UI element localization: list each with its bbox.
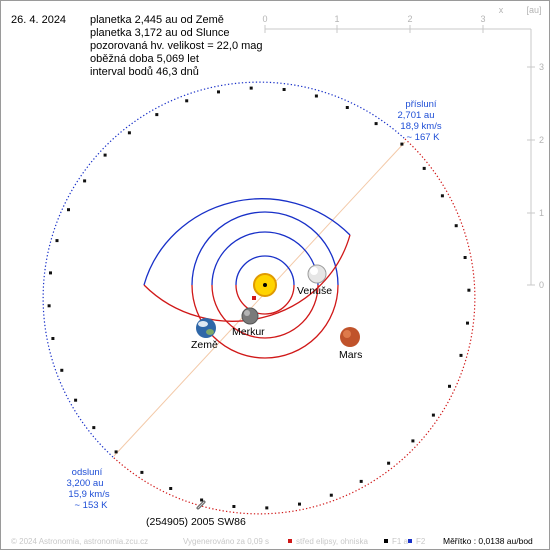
info-line: interval bodů 46,3 dnů <box>90 66 199 78</box>
orbit-point-marker <box>140 470 144 474</box>
x-tick-label: 3 <box>480 14 485 24</box>
orbit-point-marker <box>114 450 118 454</box>
orbit-point-marker <box>422 166 426 170</box>
perihelion-speed: 18,9 km/s <box>400 121 441 132</box>
orbit-point-marker <box>49 271 52 275</box>
orbit-point-marker <box>217 90 220 94</box>
mercury-orbit <box>235 255 295 286</box>
orbit-point-marker <box>466 321 469 325</box>
y-tick-label: 2 <box>539 135 544 145</box>
date-label: 26. 4. 2024 <box>11 14 66 26</box>
earth <box>196 318 216 338</box>
orbit-point-marker <box>298 502 301 506</box>
orbit-point-marker <box>51 337 55 340</box>
x-axis-label: x <box>499 5 504 15</box>
orbit-point-marker <box>74 398 78 402</box>
x-tick-label: 0 <box>262 14 267 24</box>
orbit-point-marker <box>411 439 415 443</box>
orbit-point-marker <box>345 106 349 109</box>
aphelion-distance: 3,200 au <box>67 478 104 489</box>
aphelion-temperature: ~ 153 K <box>74 500 108 511</box>
orbit-point-marker <box>400 142 404 146</box>
orbit-point-marker <box>185 99 189 103</box>
earth-label: Země <box>191 339 218 351</box>
axes <box>264 25 535 286</box>
center-legend-marker <box>288 539 292 543</box>
orbit-point-marker <box>200 498 204 502</box>
mars-orbit <box>143 198 351 286</box>
asteroid-marker <box>196 500 206 510</box>
unit-label: [au] <box>526 5 541 15</box>
orbit-point-marker <box>448 384 451 388</box>
perihelion-info: přísluní 2,701 au 18,9 km/s ~ 167 K <box>398 99 442 143</box>
apsidal-line <box>113 141 406 457</box>
orbit-point-marker <box>83 179 87 183</box>
legend-text: střed elipsy, ohniska <box>296 537 368 546</box>
earth-orbit <box>191 211 339 286</box>
orbit-point-marker <box>359 479 363 483</box>
orbit-point-marker <box>60 368 64 372</box>
info-line: planetka 2,445 au od Země <box>90 14 224 26</box>
aphelion-title: odsluní <box>72 467 103 478</box>
aphelion-info: odsluní 3,200 au 15,9 km/s ~ 153 K <box>67 467 110 511</box>
venus-label: Venuše <box>297 285 332 297</box>
x-tick-label: 2 <box>407 14 412 24</box>
venus-orbit <box>211 231 319 286</box>
orbit-point-marker <box>467 288 471 292</box>
orbit-point-marker <box>454 224 458 228</box>
orbit-point-marker <box>329 493 333 497</box>
perihelion-title: přísluní <box>405 99 437 110</box>
orbit-point-marker <box>92 426 96 430</box>
f2-label: F2 <box>416 537 426 546</box>
ellipse-center-marker <box>252 296 256 300</box>
aphelion-speed: 15,9 km/s <box>68 489 109 500</box>
orbit-point-marker <box>459 353 463 357</box>
copyright-text: © 2024 Astronomia, astronomia.zcu.cz <box>11 537 148 546</box>
info-line: pozorovaná hv. velikost = 22,0 mag <box>90 40 263 52</box>
asteroid-label: (254905) 2005 SW86 <box>146 516 246 528</box>
mercury <box>241 307 259 325</box>
scale-text: Měřítko : 0,0138 au/bod <box>443 536 533 546</box>
orbit-point-marker <box>169 487 173 490</box>
orbit-point-marker <box>232 505 236 508</box>
orbit-point-marker <box>55 239 59 243</box>
focus1-legend-marker <box>384 539 388 543</box>
orbit-point-marker <box>47 304 51 308</box>
y-tick-label: 1 <box>539 208 544 218</box>
perihelion-distance: 2,701 au <box>398 110 435 121</box>
orbit-point-marker <box>431 413 435 417</box>
mars <box>340 327 360 347</box>
orbit-point-marker <box>67 208 70 212</box>
orbit-point-marker <box>103 153 107 157</box>
orbit-point-marker <box>463 256 467 259</box>
orbit-point-marker <box>155 113 159 117</box>
orbit-point-marker <box>282 88 286 91</box>
orbit-point-marker <box>440 194 444 198</box>
orbit-point-marker <box>265 506 269 510</box>
info-line: oběžná doba 5,069 let <box>90 53 199 65</box>
sun <box>253 273 277 297</box>
venus <box>307 264 327 284</box>
x-tick-label: 1 <box>334 14 339 24</box>
orbit-point-marker <box>387 461 391 465</box>
perihelion-temperature: ~ 167 K <box>406 132 440 143</box>
mars-label: Mars <box>339 349 362 361</box>
asteroid-orbit <box>42 81 476 515</box>
orbit-point-markers <box>47 86 471 510</box>
focus2-legend-marker <box>408 539 412 543</box>
mercury-label: Merkur <box>232 326 265 338</box>
y-tick-label: 0 <box>539 280 544 290</box>
orbit-point-marker <box>374 122 378 126</box>
generation-time: Vygenerováno za 0,09 s <box>183 537 269 546</box>
orbit-point-marker <box>249 86 253 90</box>
orbit-point-marker <box>314 94 318 98</box>
info-line: planetka 3,172 au od Slunce <box>90 27 229 39</box>
foci-label: F1 a <box>392 537 409 546</box>
y-tick-label: 3 <box>539 62 544 72</box>
orbit-point-marker <box>127 131 131 135</box>
